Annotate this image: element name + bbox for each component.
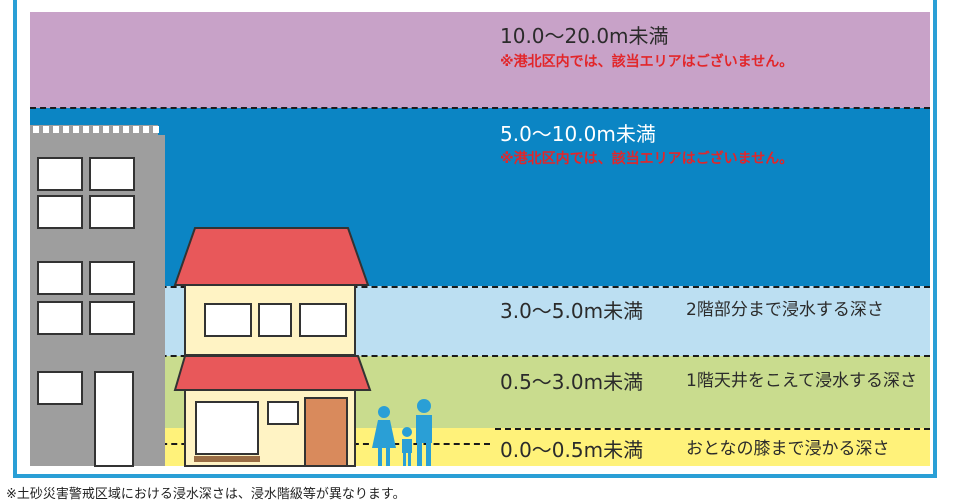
band-range-label: 3.0〜5.0m未満 bbox=[500, 299, 644, 323]
band-note: ※港北区内では、該当エリアはございません。 bbox=[500, 54, 794, 70]
divider-line bbox=[30, 107, 930, 109]
band-3-5m bbox=[30, 286, 930, 356]
band-description: おとなの膝まで浸かる深さ bbox=[686, 439, 890, 459]
band-description: 1階天井をこえて浸水する深さ bbox=[686, 371, 917, 391]
band-range-label: 0.5〜3.0m未満 bbox=[500, 370, 644, 394]
band-10-20m bbox=[30, 12, 930, 108]
band-description: 2階部分まで浸水する深さ bbox=[686, 300, 884, 320]
band-range-label: 10.0〜20.0m未満 bbox=[500, 24, 669, 48]
band-note: ※港北区内では、該当エリアはございません。 bbox=[500, 151, 794, 167]
band-5-10m bbox=[30, 108, 930, 286]
band-range-label: 0.0〜0.5m未満 bbox=[500, 438, 644, 462]
people-icon bbox=[372, 399, 432, 466]
apartment-building-icon bbox=[30, 125, 165, 467]
divider-line bbox=[30, 286, 930, 288]
footnote: ※土砂災害警戒区域における浸水深さは、浸水階級等が異なります。 bbox=[6, 487, 406, 502]
house-icon bbox=[173, 227, 372, 467]
band-0.5-3m bbox=[30, 356, 930, 428]
band-range-label: 5.0〜10.0m未満 bbox=[500, 122, 656, 146]
band-0-0.5m bbox=[30, 428, 930, 466]
divider-line bbox=[495, 428, 930, 430]
divider-line bbox=[30, 355, 930, 357]
